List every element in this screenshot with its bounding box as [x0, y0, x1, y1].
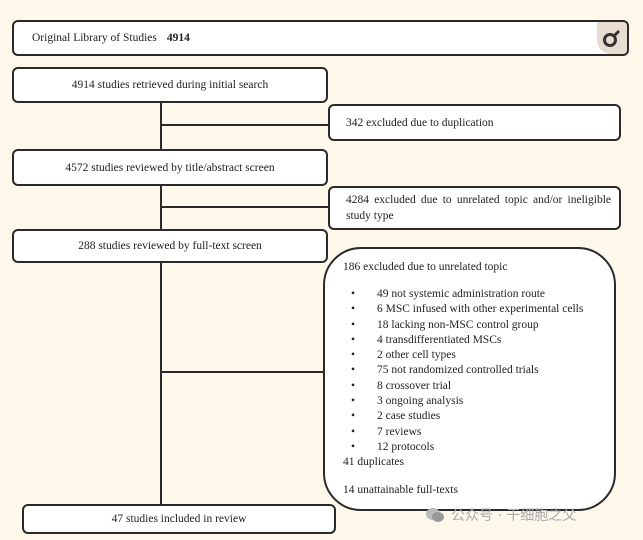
step-retrieved: 4914 studies retrieved during initial se…	[12, 67, 328, 103]
exclusion-text: 4284 excluded due to unrelated topic and…	[346, 194, 611, 222]
exclusion-reason-list: 49 not systemic administration route 6 M…	[343, 287, 604, 456]
fulltext-exclusion-box: 186 excluded due to unrelated topic 49 n…	[323, 247, 616, 511]
exclusion-duplication: 342 excluded due to duplication	[328, 104, 621, 141]
step-included: 47 studies included in review	[22, 504, 336, 534]
exclusion-text: 342 excluded due to duplication	[346, 116, 494, 129]
library-count: 4914	[166, 32, 190, 44]
wechat-icon	[426, 508, 444, 522]
list-item: 4 transdifferentiated MSCs	[343, 333, 604, 349]
step-text: 288 studies reviewed by full-text screen	[78, 240, 262, 252]
step-full-text: 288 studies reviewed by full-text screen	[12, 229, 328, 263]
unattainable-text: 14 unattainable full-texts	[343, 484, 458, 497]
library-label: Original Library of Studies	[32, 32, 157, 44]
main-flow-line	[160, 102, 162, 505]
step-text: 4572 studies reviewed by title/abstract …	[65, 161, 275, 174]
fulltext-exclusion-header: 186 excluded due to unrelated topic	[343, 261, 508, 273]
exclusion-unrelated: 4284 excluded due to unrelated topic and…	[328, 186, 621, 230]
list-item: 2 other cell types	[343, 348, 604, 364]
list-item: 12 protocols	[343, 440, 604, 456]
step-text: 47 studies included in review	[111, 513, 247, 525]
list-item: 75 not randomized controlled trials	[343, 363, 604, 379]
step-title-abstract: 4572 studies reviewed by title/abstract …	[12, 149, 328, 186]
original-library-box: Original Library of Studies 4914	[12, 20, 629, 56]
list-item: 18 lacking non-MSC control group	[343, 318, 604, 334]
connector-2	[160, 206, 330, 208]
watermark-text: 公众号 · 干细胞之父	[451, 508, 577, 524]
list-item: 2 case studies	[343, 409, 604, 425]
connector-1	[160, 124, 330, 126]
list-item: 6 MSC infused with other experimental ce…	[343, 302, 604, 318]
list-item: 7 reviews	[343, 425, 604, 441]
watermark: 公众号 · 干细胞之父	[425, 505, 576, 525]
list-item: 3 ongoing analysis	[343, 394, 604, 410]
list-item: 8 crossover trial	[343, 379, 604, 395]
step-text: 4914 studies retrieved during initial se…	[71, 79, 269, 91]
list-item: 49 not systemic administration route	[343, 287, 604, 303]
logo-icon	[597, 22, 627, 54]
connector-3	[160, 371, 325, 373]
duplicates-text: 41 duplicates	[343, 456, 404, 469]
